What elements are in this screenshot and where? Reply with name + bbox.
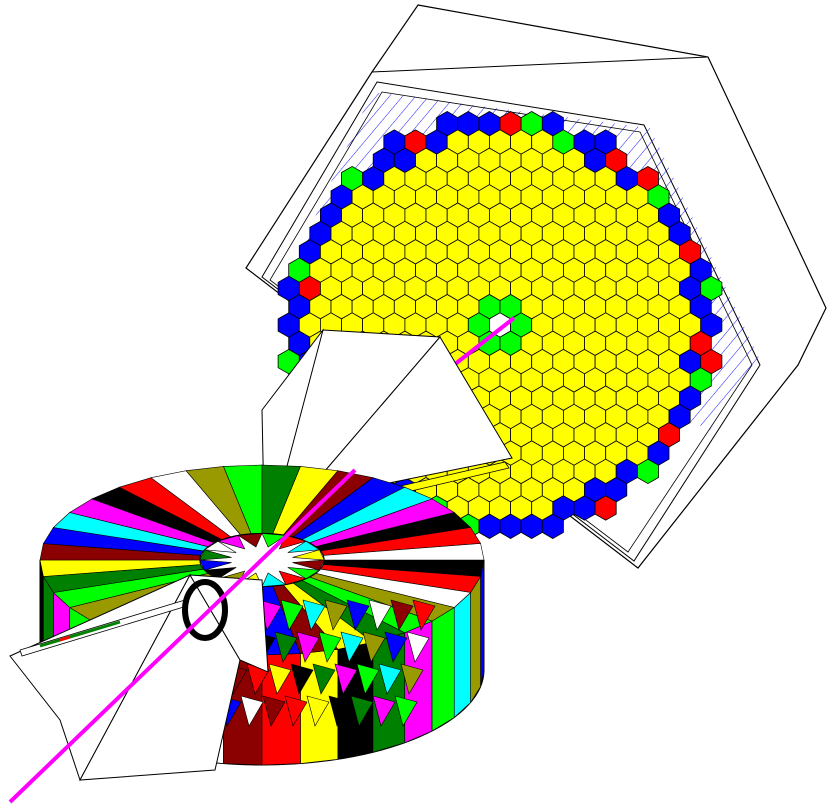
- hub-tile: [288, 541, 320, 552]
- crystal-cell: [595, 496, 616, 520]
- housing-inner-frame-2: [270, 92, 752, 552]
- front-tile: [401, 664, 423, 694]
- front-tile: [291, 664, 313, 694]
- front-tile: [413, 600, 435, 630]
- crystal-cell: [542, 514, 563, 538]
- front-tile: [319, 632, 341, 662]
- hub-tile: [205, 541, 237, 552]
- front-tile: [391, 600, 413, 630]
- hub-tile: [238, 533, 262, 547]
- front-tile: [373, 696, 395, 726]
- hub-tile: [262, 533, 286, 547]
- front-tile: [385, 632, 407, 662]
- lower-flange-ring: [182, 579, 228, 641]
- hub-tile: [293, 560, 325, 570]
- front-tile: [269, 664, 291, 694]
- front-tile: [407, 632, 429, 662]
- front-tile: [369, 600, 391, 630]
- front-tile: [363, 632, 385, 662]
- upper-conical-flange: [262, 330, 512, 537]
- front-tile: [281, 600, 303, 630]
- hub-tile: [288, 567, 320, 578]
- hub-tile: [200, 550, 232, 560]
- ring-side-facet: [481, 560, 484, 686]
- hub-tile: [218, 535, 245, 549]
- front-tile: [303, 600, 325, 630]
- front-tile: [357, 664, 379, 694]
- front-tile: [263, 696, 285, 726]
- lower-flange-rod-stripe-red: [60, 637, 70, 640]
- hub-tile: [205, 567, 237, 578]
- ring-side-facet: [471, 576, 481, 702]
- front-tile: [307, 696, 329, 726]
- hub-tile: [279, 571, 306, 585]
- lower-flange-rod-stripe: [40, 622, 120, 646]
- front-tile: [379, 664, 401, 694]
- front-tile: [329, 696, 351, 726]
- lower-conical-flange: [10, 575, 268, 780]
- front-tile: [347, 600, 369, 630]
- beam-line-back: [445, 318, 514, 372]
- front-tile: [351, 696, 373, 726]
- front-tile: [325, 600, 347, 630]
- front-tile: [341, 632, 363, 662]
- ring-side-facet: [432, 608, 454, 732]
- housing-inner-frame: [262, 82, 760, 561]
- front-tile: [297, 632, 319, 662]
- front-tile: [313, 664, 335, 694]
- front-tile: [285, 696, 307, 726]
- front-tile: [395, 696, 417, 726]
- hub-tile: [293, 550, 325, 560]
- ring-side-facet: [454, 592, 470, 717]
- front-tile: [335, 664, 357, 694]
- crystal-cell: [637, 459, 658, 483]
- hub-tile: [262, 573, 286, 587]
- beam-line-front: [10, 470, 355, 802]
- front-tile: [275, 632, 297, 662]
- hub-tile: [200, 560, 232, 570]
- housing-back-edge: [371, 56, 709, 73]
- lower-flange-panel-right: [190, 575, 268, 672]
- front-tile: [241, 696, 263, 726]
